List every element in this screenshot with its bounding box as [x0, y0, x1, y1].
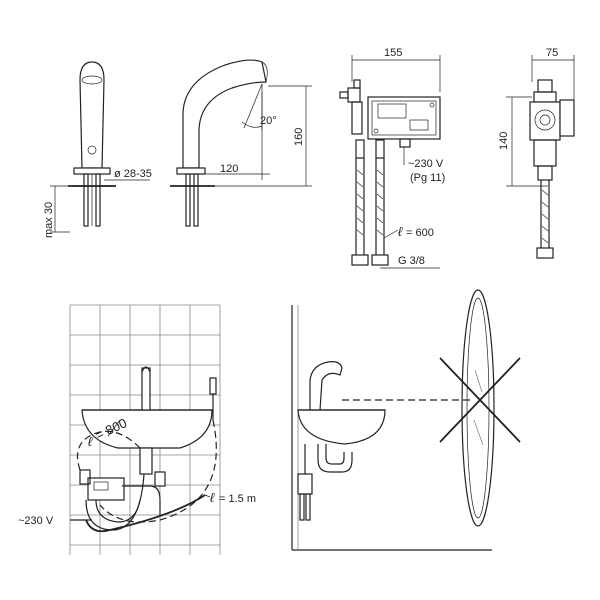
voltage-bottom-label: ~230 V [18, 515, 54, 527]
dim-140-label: 140 [498, 132, 510, 150]
g38-label: G 3/8 [398, 255, 425, 267]
dim-75-label: 75 [546, 47, 558, 59]
installation-wall-view [69, 304, 221, 555]
faucet-side-view [170, 59, 312, 227]
dim-max30-label: max 30 [43, 202, 55, 238]
control-box-side [506, 55, 575, 259]
angle-label: 20° [260, 115, 277, 127]
sensor-mirror-view [291, 289, 521, 551]
dim-160-label: 160 [293, 128, 305, 146]
voltage-top-label: ~230 V [408, 158, 444, 170]
len-600-label: = 600 [406, 227, 434, 239]
ell-symbol-600: ℓ [398, 224, 403, 239]
len-1-5-label: = 1.5 m [219, 493, 256, 505]
control-box-front [339, 55, 441, 269]
dim-120-label: 120 [220, 163, 238, 175]
faucet-front-view [50, 61, 150, 233]
dim-155-label: 155 [384, 47, 402, 59]
ell-symbol-1-5: ℓ [210, 490, 215, 505]
ell-symbol-800: ℓ [88, 434, 93, 449]
pg-label: (Pg 11) [410, 172, 445, 184]
dim-diameter-label: ø 28-35 [114, 168, 152, 180]
